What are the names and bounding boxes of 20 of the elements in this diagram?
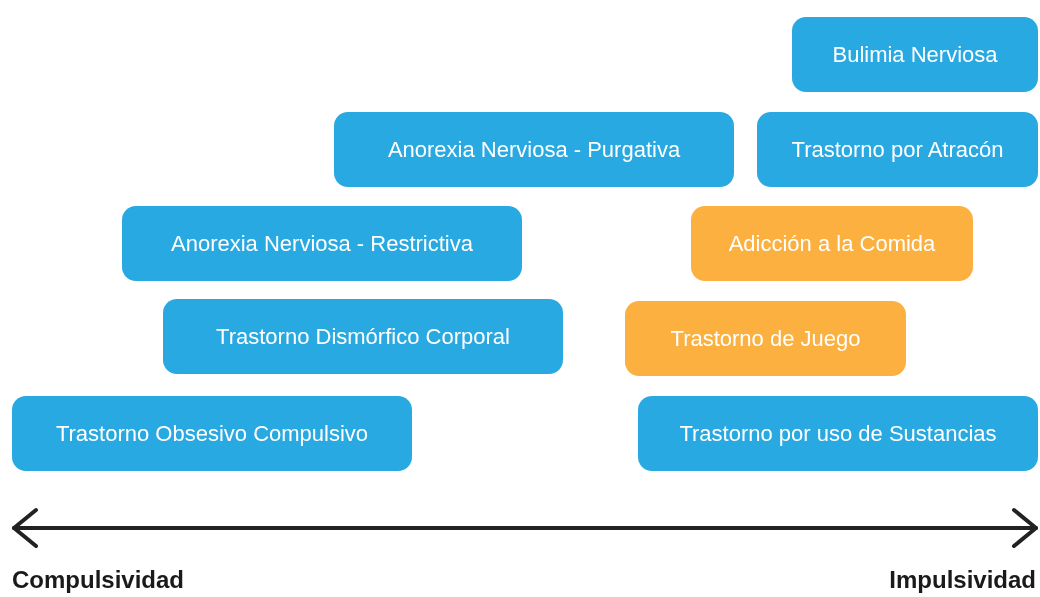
disorder-box [163,299,563,374]
disorder-box [12,396,412,471]
disorder-name: Adicción a la Comida [728,230,936,257]
disorder-name: Trastorno por Atracón [791,136,1004,163]
disorder-name: Trastorno de Juego [670,325,861,352]
axis-end-label: Impulsividad [889,566,1036,594]
disorder-box [638,396,1038,471]
disorder-box [792,17,1038,92]
disorder-box [625,301,906,376]
disorder-name: Trastorno Dismórfico Corporal [216,323,510,350]
disorder-name: Trastorno Obsesivo Compulsivo [55,420,369,447]
disorder-name: Trastorno por uso de Sustancias [679,420,997,447]
axis-end-label: Compulsividad [12,566,185,594]
disorder-box [691,206,973,281]
disorder-box [757,112,1038,187]
disorder-name: Bulimia Nerviosa [832,41,998,68]
disorder-name: Anorexia Nerviosa - Restrictiva [171,230,473,257]
disorder-name: Anorexia Nerviosa - Purgativa [387,136,681,163]
disorder-box [122,206,522,281]
disorder-box [334,112,734,187]
